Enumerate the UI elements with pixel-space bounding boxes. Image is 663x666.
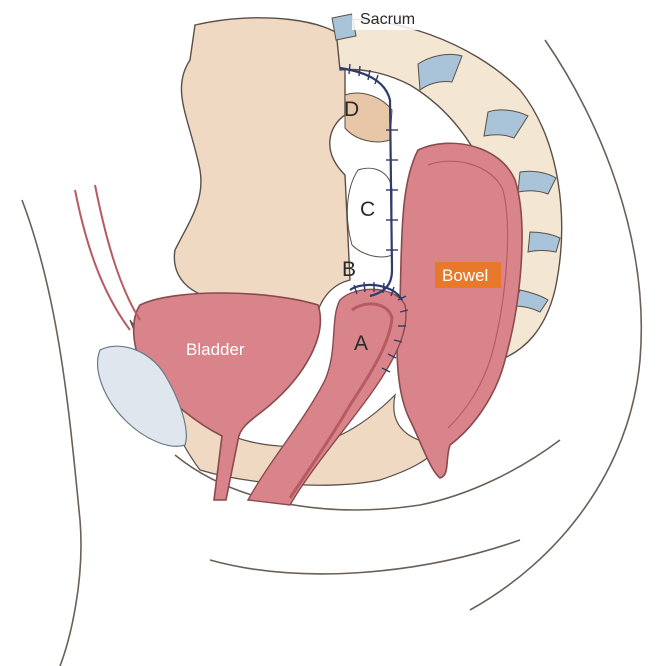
label-c: C [360, 198, 375, 221]
sacrum-label: Sacrum [360, 11, 415, 28]
bowel [397, 143, 522, 478]
label-b: B [342, 258, 356, 281]
abdominal-tissue [174, 18, 350, 320]
label-d: D [344, 98, 359, 121]
bowel-label: Bowel [442, 266, 488, 285]
abdominal-wall [75, 185, 140, 330]
label-a: A [354, 332, 368, 355]
bladder-label: Bladder [186, 340, 245, 359]
